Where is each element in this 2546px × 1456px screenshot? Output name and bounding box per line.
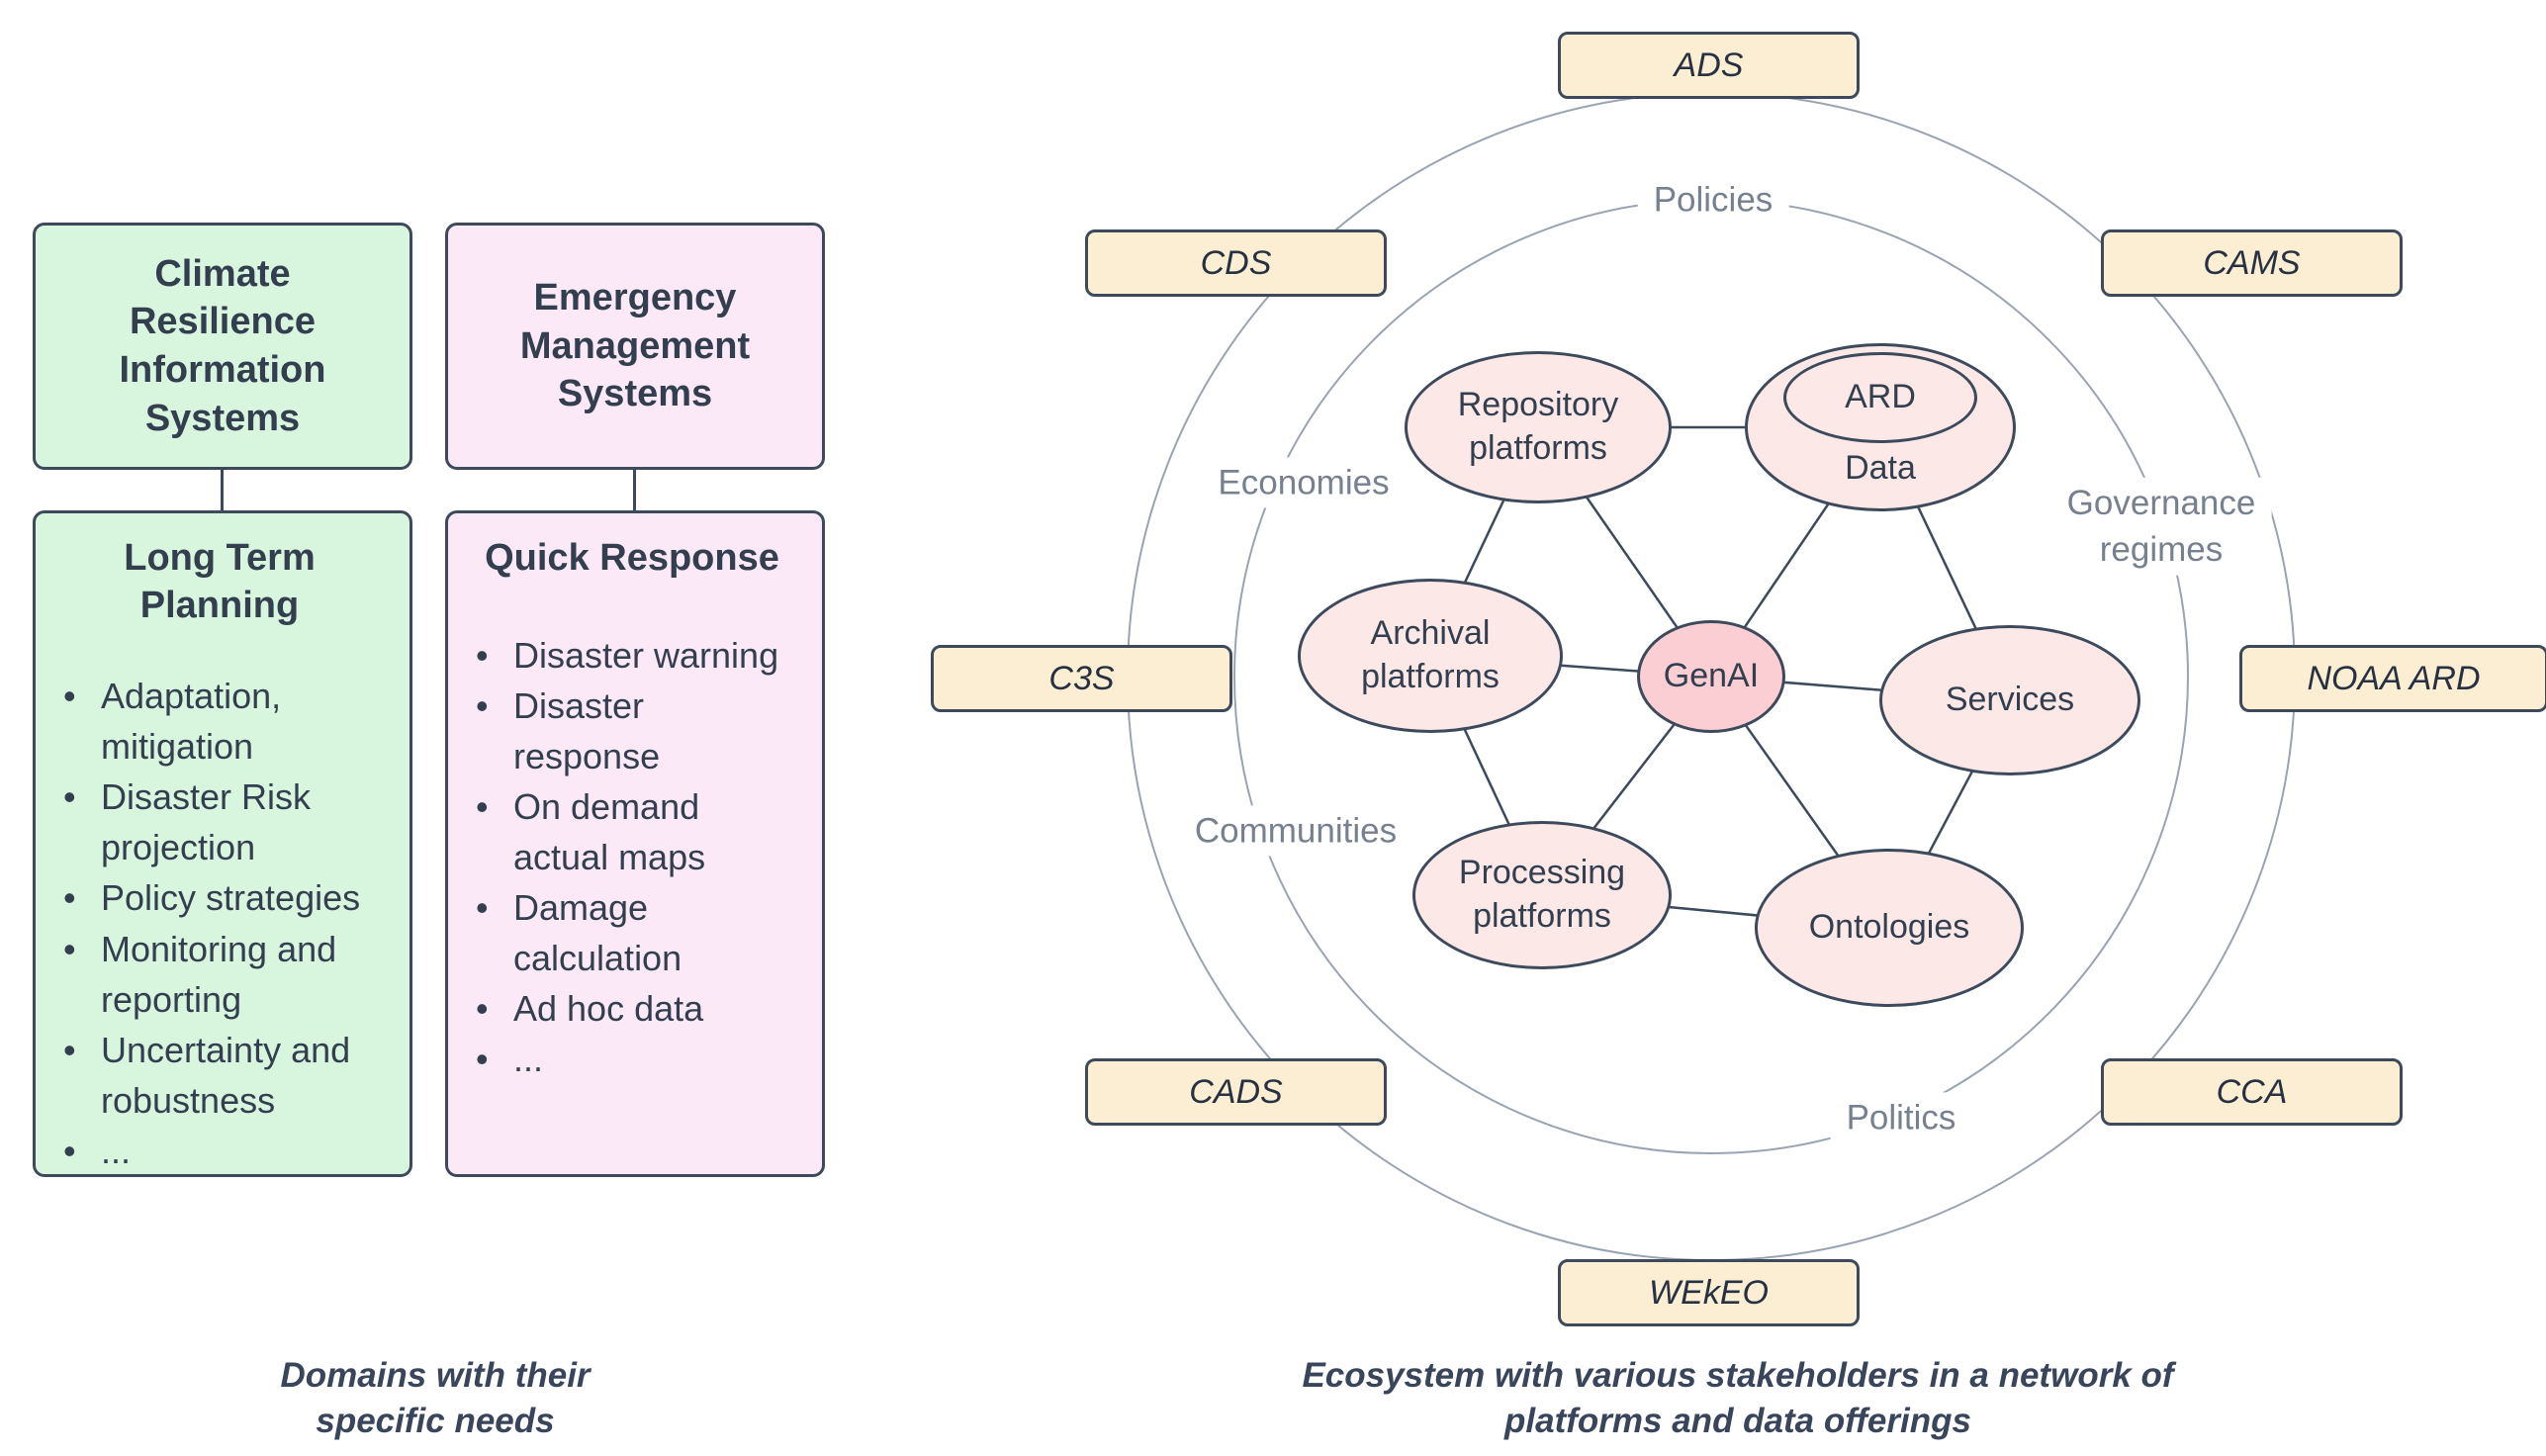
caption-domains: Domains with their specific needs (280, 1356, 591, 1440)
needs-title-long-term-planning: Long Term Planning (124, 537, 316, 626)
stakeholder-tag-cds: CDS (1085, 229, 1387, 297)
ring-label-governance-regimes: Governance regimes (2050, 477, 2272, 576)
stakeholder-tag-noaa-ard: NOAA ARD (2239, 645, 2546, 712)
node-data-label: Data (1845, 449, 1916, 487)
node-ard: ARD (1783, 352, 1977, 443)
list-item: Disaster warning (466, 630, 798, 681)
stakeholder-tag-ads: ADS (1558, 32, 1860, 99)
list-item: Ad hoc data (466, 983, 798, 1034)
node-genai: GenAI (1637, 620, 1785, 733)
stakeholder-tag-c3s: C3S (931, 645, 1232, 712)
needs-box-long-term-planning: Long Term Planning Adaptation, mitigatio… (33, 510, 412, 1177)
domain-box-climate-resilience: Climate Resilience Information Systems (33, 223, 412, 470)
node-services: Services (1879, 625, 2140, 775)
domain-box-emergency-management: Emergency Management Systems (445, 223, 825, 470)
ring-label-policies: Policies (1637, 174, 1789, 226)
list-item: Uncertainty and robustness (53, 1025, 386, 1126)
list-item: Disaster response (466, 681, 798, 781)
list-item: On demand actual maps (466, 781, 798, 882)
list-item: ... (53, 1126, 386, 1176)
stakeholder-tag-cams: CAMS (2101, 229, 2403, 297)
list-item: Disaster Risk projection (53, 772, 386, 872)
needs-title-quick-response: Quick Response (485, 537, 779, 579)
list-item: ... (466, 1034, 798, 1084)
stakeholder-tag-cca: CCA (2101, 1058, 2403, 1126)
stakeholder-tag-wekeo: WEkEO (1558, 1259, 1860, 1326)
needs-list-quick-response: Disaster warning Disaster response On de… (466, 630, 798, 1085)
node-processing-platforms: Processing platforms (1412, 821, 1672, 969)
caption-ecosystem: Ecosystem with various stakeholders in a… (1302, 1356, 2174, 1440)
connector-emergency-to-response (633, 470, 636, 511)
node-archival-platforms: Archival platforms (1298, 579, 1563, 733)
node-ontologies: Ontologies (1755, 849, 2024, 1007)
node-repository-platforms: Repository platforms (1405, 351, 1672, 503)
list-item: Monitoring and reporting (53, 924, 386, 1025)
ring-label-politics: Politics (1830, 1092, 1972, 1143)
stakeholder-tag-cads: CADS (1085, 1058, 1387, 1126)
ring-label-communities: Communities (1178, 805, 1413, 857)
list-item: Policy strategies (53, 872, 386, 923)
list-item: Adaptation, mitigation (53, 671, 386, 772)
connector-climate-to-planning (221, 470, 224, 511)
node-ard-data: ARD Data (1745, 343, 2016, 511)
needs-box-quick-response: Quick Response Disaster warning Disaster… (445, 510, 825, 1177)
list-item: Damage calculation (466, 882, 798, 983)
needs-list-long-term-planning: Adaptation, mitigation Disaster Risk pro… (53, 671, 386, 1176)
ring-label-economies: Economies (1202, 457, 1406, 508)
